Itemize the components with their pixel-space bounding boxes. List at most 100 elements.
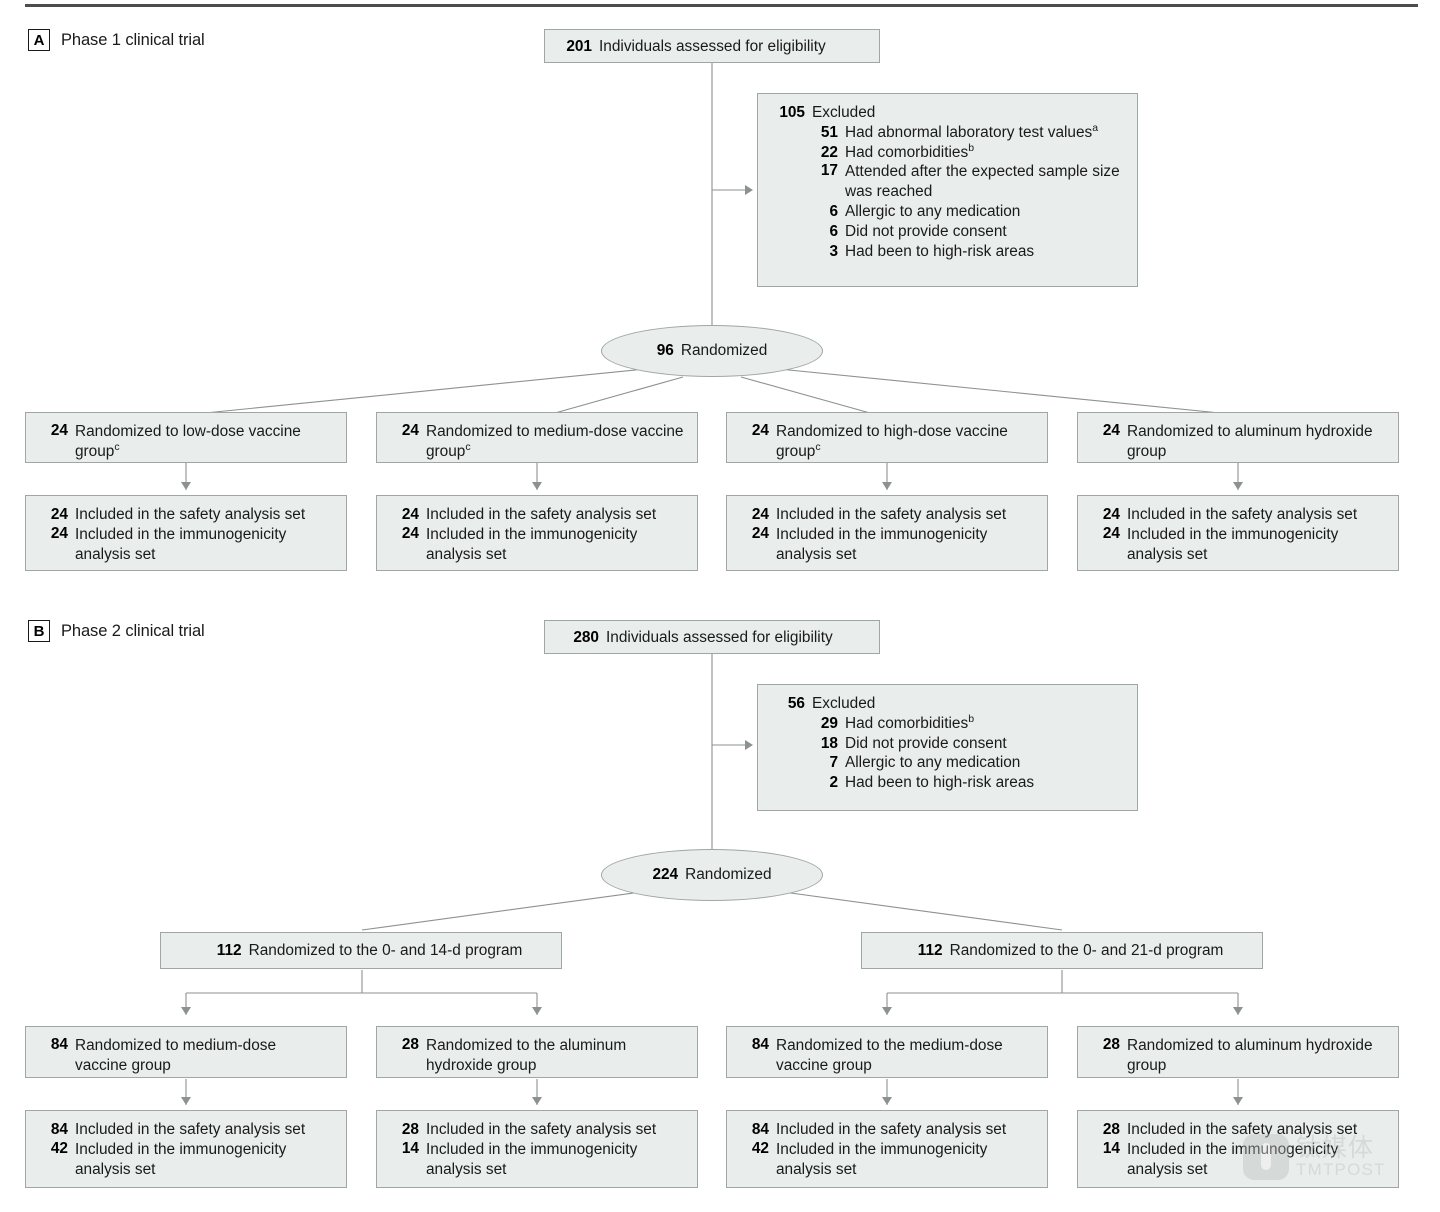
b-excluded-label: Excluded — [812, 695, 876, 712]
a-reason-1-sup: b — [968, 141, 975, 154]
b-randomized-count: 224 — [652, 866, 679, 884]
a-reason-0-sup: a — [1092, 121, 1099, 134]
ellipse-a-randomized[interactable]: 96 Randomized — [601, 325, 823, 377]
box-b-program-21d[interactable]: 112 Randomized to the 0- and 21-d progra… — [861, 932, 1263, 969]
box-a-arm4-alloc[interactable]: 24 Randomized to aluminum hydroxide grou… — [1077, 412, 1399, 463]
box-b-excluded[interactable]: 56 Excluded 29 Had comorbiditiesb 18 Did… — [757, 684, 1138, 811]
arrowhead-b-split-3 — [882, 1007, 892, 1015]
arrowhead-a-excluded — [745, 185, 753, 195]
a-excluded-label: Excluded — [812, 104, 876, 121]
arrowhead-a-arm2 — [532, 482, 542, 490]
box-b-arm3-alloc[interactable]: 84 Randomized to the medium-dose vaccine… — [726, 1026, 1048, 1078]
panel-label-a: A Phase 1 clinical trial — [28, 29, 205, 51]
a-excluded-reason: 3 Had been to high-risk areas — [805, 242, 1125, 262]
arrowhead-a-arm3 — [882, 482, 892, 490]
b-arm3-alloc-label: Randomized to the medium-dose vaccine gr… — [776, 1037, 1003, 1074]
box-a-arm2-analysis[interactable]: 24 Included in the safety analysis set 2… — [376, 495, 698, 571]
a-arm3-immuno-count: 24 — [751, 524, 769, 542]
a-arm2-safety-label: Included in the safety analysis set — [426, 506, 657, 523]
box-a-arm1-analysis[interactable]: 24 Included in the safety analysis set 2… — [25, 495, 347, 571]
box-b-arm1-alloc[interactable]: 84 Randomized to medium-dose vaccine gro… — [25, 1026, 347, 1078]
a-arm2-immuno-count: 24 — [401, 524, 419, 542]
b-excluded-reason: 29 Had comorbiditiesb — [805, 713, 1125, 734]
arrowhead-b-excluded — [745, 740, 753, 750]
a-excluded-count: 105 — [779, 104, 805, 121]
a-arm4-immuno-label: Included in the immunogenicity analysis … — [1127, 525, 1339, 563]
b-arm3-safety-label: Included in the safety analysis set — [776, 1121, 1007, 1138]
a-arm2-alloc-count: 24 — [401, 422, 419, 439]
box-a-arm2-alloc[interactable]: 24 Randomized to medium-dose vaccine gro… — [376, 412, 698, 463]
connector-b-fan-2 — [775, 890, 1063, 931]
arrowhead-a-arm4 — [1233, 482, 1243, 490]
b-excluded-count: 56 — [787, 695, 805, 712]
connector-a-fan-1 — [204, 368, 646, 414]
b-reason-0-count: 29 — [820, 714, 838, 732]
a-excluded-reason: 6 Did not provide consent — [805, 222, 1125, 242]
box-a-arm1-alloc[interactable]: 24 Randomized to low-dose vaccine groupc — [25, 412, 347, 463]
b-arm2-immuno-count: 14 — [401, 1139, 419, 1157]
box-b-arm1-analysis[interactable]: 84 Included in the safety analysis set 4… — [25, 1110, 347, 1188]
b-reason-3-label: Had been to high-risk areas — [845, 774, 1035, 792]
b-arm4-safety-count: 28 — [1102, 1121, 1120, 1138]
b-arm2-safety-count: 28 — [401, 1121, 419, 1138]
b-arm4-alloc-count: 28 — [1102, 1036, 1120, 1053]
a-reason-2-count: 17 — [820, 162, 838, 180]
a-arm2-alloc-label: Randomized to medium-dose vaccine group — [426, 423, 684, 460]
ellipse-b-randomized[interactable]: 224 Randomized — [601, 849, 823, 901]
box-a-excluded[interactable]: 105 Excluded 51 Had abnormal laboratory … — [757, 93, 1138, 287]
top-rule — [25, 4, 1418, 7]
b-reason-0-label: Had comorbidities — [845, 714, 969, 732]
a-arm4-safety-count: 24 — [1102, 506, 1120, 523]
b-arm3-immuno-label: Included in the immunogenicity analysis … — [776, 1140, 988, 1178]
a-arm2-alloc-sup: c — [465, 440, 471, 453]
box-b-program-14d[interactable]: 112 Randomized to the 0- and 14-d progra… — [160, 932, 562, 969]
b-reason-2-count: 7 — [829, 754, 838, 772]
b-program-0-count: 112 — [216, 941, 242, 959]
box-b-arm4-alloc[interactable]: 28 Randomized to aluminum hydroxide grou… — [1077, 1026, 1399, 1078]
a-arm1-safety-count: 24 — [50, 506, 68, 523]
arrowhead-b-split-4 — [1233, 1007, 1243, 1015]
a-excluded-reason: 51 Had abnormal laboratory test valuesa — [805, 121, 1125, 143]
b-arm2-alloc-count: 28 — [401, 1036, 419, 1053]
box-a-arm4-analysis[interactable]: 24 Included in the safety analysis set 2… — [1077, 495, 1399, 571]
b-arm4-alloc-label: Randomized to aluminum hydroxide group — [1127, 1037, 1373, 1074]
arrowhead-b-arm1 — [181, 1097, 191, 1105]
a-arm3-alloc-label: Randomized to high-dose vaccine group — [776, 423, 1008, 460]
box-b-arm4-analysis[interactable]: 28 Included in the safety analysis set 1… — [1077, 1110, 1399, 1188]
panel-title-a: Phase 1 clinical trial — [61, 30, 205, 49]
arrowhead-a-arm1 — [181, 482, 191, 490]
b-enrollment-label: Individuals assessed for eligibility — [606, 629, 833, 646]
a-arm3-alloc-sup: c — [815, 440, 821, 453]
a-arm3-safety-label: Included in the safety analysis set — [776, 506, 1007, 523]
box-a-arm3-alloc[interactable]: 24 Randomized to high-dose vaccine group… — [726, 412, 1048, 463]
a-randomized-count: 96 — [656, 342, 674, 360]
panel-title-b: Phase 2 clinical trial — [61, 621, 205, 640]
box-b-arm3-analysis[interactable]: 84 Included in the safety analysis set 4… — [726, 1110, 1048, 1188]
b-arm1-immuno-count: 42 — [50, 1139, 68, 1157]
a-reason-5-count: 3 — [829, 242, 838, 260]
a-arm4-immuno-count: 24 — [1102, 524, 1120, 542]
connector-a-fan-3 — [740, 376, 871, 414]
box-b-enrollment[interactable]: 280 Individuals assessed for eligibility — [544, 620, 880, 654]
b-program-1-label: Randomized to the 0- and 21-d program — [949, 941, 1224, 959]
a-reason-4-count: 6 — [829, 222, 838, 240]
b-enrollment-count: 280 — [573, 629, 599, 646]
a-reason-0-label: Had abnormal laboratory test values — [845, 123, 1093, 141]
box-b-arm2-analysis[interactable]: 28 Included in the safety analysis set 1… — [376, 1110, 698, 1188]
b-reason-2-label: Allergic to any medication — [845, 754, 1021, 772]
a-arm1-safety-label: Included in the safety analysis set — [75, 506, 306, 523]
box-a-enrollment[interactable]: 201 Individuals assessed for eligibility — [544, 29, 880, 63]
box-b-arm2-alloc[interactable]: 28 Randomized to the aluminum hydroxide … — [376, 1026, 698, 1078]
b-arm1-immuno-label: Included in the immunogenicity analysis … — [75, 1140, 287, 1178]
b-randomized-label: Randomized — [685, 866, 772, 884]
box-a-arm3-analysis[interactable]: 24 Included in the safety analysis set 2… — [726, 495, 1048, 571]
b-program-1-count: 112 — [917, 941, 943, 959]
connector-b-fan-1 — [361, 890, 649, 931]
b-arm3-immuno-count: 42 — [751, 1139, 769, 1157]
a-arm2-immuno-label: Included in the immunogenicity analysis … — [426, 525, 638, 563]
b-arm2-alloc-label: Randomized to the aluminum hydroxide gro… — [426, 1037, 627, 1074]
a-reason-2-label: Attended after the expected sample size … — [845, 163, 1120, 201]
arrowhead-b-split-2 — [532, 1007, 542, 1015]
b-excluded-reason: 18 Did not provide consent — [805, 734, 1125, 754]
